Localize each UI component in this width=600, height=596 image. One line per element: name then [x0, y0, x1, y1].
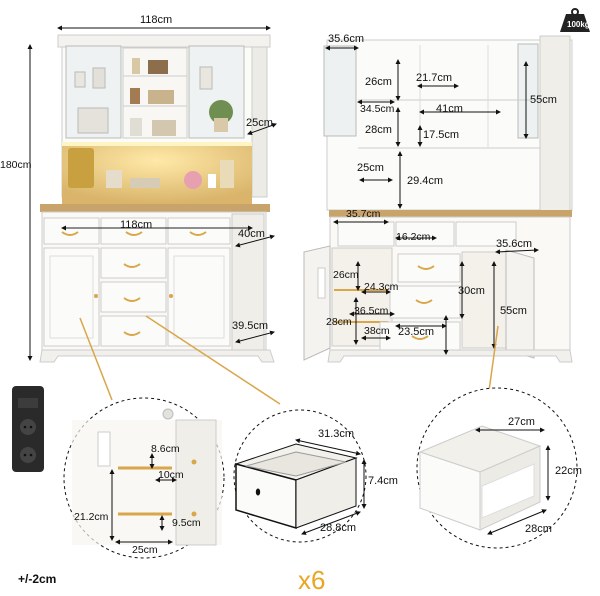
dim-bottom-drawer-w: 23.5cm [398, 326, 435, 338]
tolerance-note: +/-2cm [18, 572, 57, 586]
dim-counter-height: 29.4cm [407, 175, 444, 187]
front-view-dimensions [27, 25, 277, 361]
dim-upper-shelf-h2: 28cm [365, 124, 392, 136]
dim-box-h: 22cm [555, 465, 582, 477]
dim-total-width: 118cm [140, 14, 173, 26]
dim-hutch-depth: 25cm [246, 117, 273, 129]
dim-total-height: 180cm [0, 159, 32, 171]
dim-upper-shelf-w: 21.7cm [416, 72, 453, 84]
storage-box-detail-dimensions [475, 427, 551, 535]
dim-drawer-h: 7.4cm [368, 475, 398, 487]
weight-label: 100kg [567, 20, 590, 29]
dim-left-cab-h1: 26cm [333, 269, 359, 281]
dim-shelf-w: 25cm [132, 544, 158, 556]
dim-left-cab-w: 36.5cm [354, 305, 389, 317]
dim-upper-left-depth: 34.5cm [360, 103, 395, 115]
interior-view-dimensions [325, 45, 539, 355]
dim-box-w: 27cm [508, 416, 535, 428]
shelf-detail-circle [63, 397, 225, 559]
dim-drawer-stack-h: 30cm [458, 285, 485, 297]
dim-shelf-gap2: 9.5cm [172, 517, 201, 529]
dim-upper-side-h: 55cm [530, 94, 557, 106]
dim-shelf-h2: 21.2cm [74, 511, 109, 523]
dim-top-drawer-w: 35.7cm [346, 208, 381, 220]
front-view-cabinet [39, 34, 275, 363]
dim-right-door-w: 35.6cm [496, 238, 533, 250]
dim-top-drawer-mid: 16.2cm [396, 231, 431, 243]
dim-shelf-h1: 8.6cm [151, 443, 180, 455]
dim-left-cab-h2: 28cm [326, 316, 352, 328]
shelf-detail-dimensions [109, 453, 177, 545]
dim-drawer-w: 31.3cm [318, 428, 355, 440]
dim-left-cab-d1: 24.3cm [364, 281, 399, 293]
dim-glass-door-width: 35.6cm [328, 33, 365, 45]
callout-lines [79, 315, 499, 405]
dim-left-cab-d2: 38cm [364, 325, 390, 337]
dim-drawer-d: 28.8cm [320, 522, 357, 534]
dim-upper-shelf-h1: 26cm [365, 76, 392, 88]
dim-counter-depth: 25cm [357, 162, 384, 174]
power-socket-icon [12, 386, 44, 472]
dim-plinth-depth: 39.5cm [232, 320, 269, 332]
dim-base-width: 118cm [120, 219, 153, 231]
dim-upper-inner-w: 41cm [436, 103, 463, 115]
drawer-detail-dimensions [295, 438, 367, 535]
dim-box-d: 28cm [525, 523, 552, 535]
interior-view-cabinet [303, 35, 573, 363]
weight-icon [560, 8, 590, 32]
dim-shelf-gap: 10cm [158, 469, 184, 481]
dim-upper-inner-depth: 17.5cm [423, 129, 460, 141]
storage-box-detail-circle [416, 387, 578, 549]
drawer-quantity: x6 [298, 565, 326, 595]
dim-right-cab-h: 55cm [500, 305, 527, 317]
dim-base-depth: 40cm [238, 228, 265, 240]
